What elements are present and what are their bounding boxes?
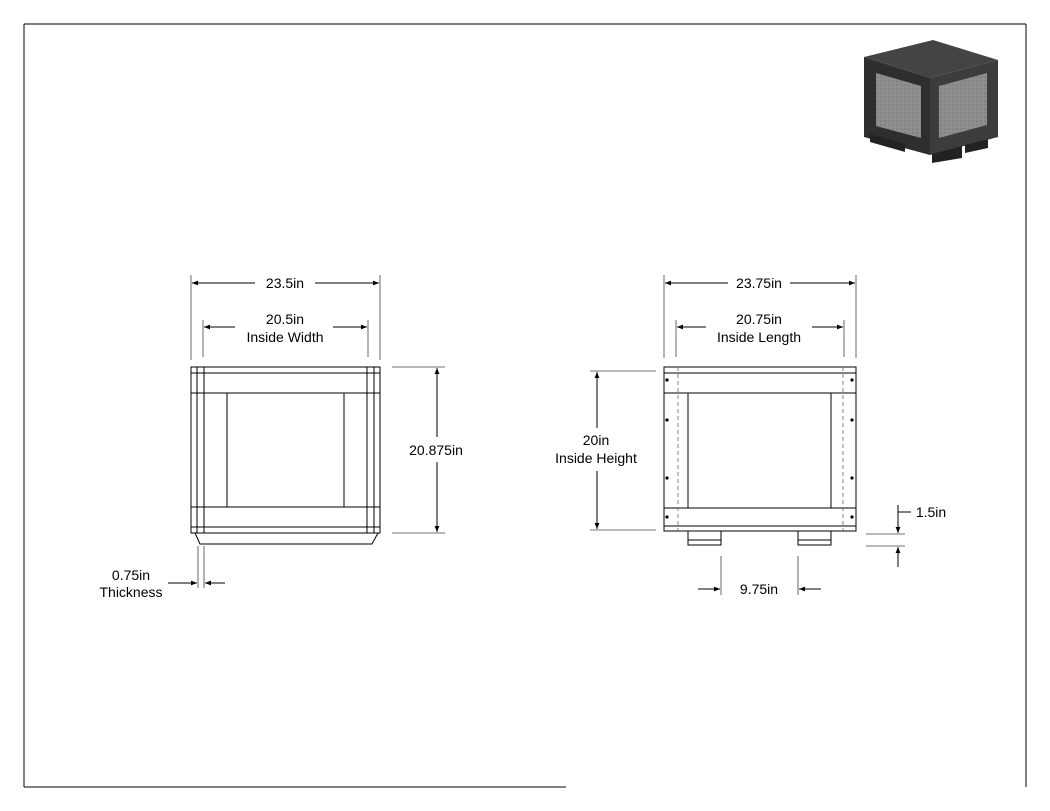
side-inside-length-label: Inside Length: [717, 329, 801, 345]
isometric-crate-preview: [864, 40, 998, 163]
side-skid-spacing: 9.75in: [740, 581, 778, 597]
side-inside-height-value: 20in: [583, 432, 609, 448]
side-inside-height-label: Inside Height: [555, 450, 637, 466]
front-inside-width-value: 20.5in: [266, 311, 304, 327]
fasteners: [665, 378, 854, 519]
side-overall-length: 23.75in: [736, 275, 782, 291]
front-overall-width: 23.5in: [266, 275, 304, 291]
front-thickness-label: Thickness: [99, 584, 162, 600]
sheet-border: [23, 23, 1027, 788]
front-overall-height: 20.875in: [409, 442, 463, 458]
side-inside-length-value: 20.75in: [736, 311, 782, 327]
front-thickness-value: 0.75in: [112, 567, 150, 583]
side-skid-height: 1.5in: [916, 504, 946, 520]
side-view: [590, 275, 911, 595]
front-inside-width-label: Inside Width: [246, 329, 323, 345]
front-view: [168, 275, 445, 588]
